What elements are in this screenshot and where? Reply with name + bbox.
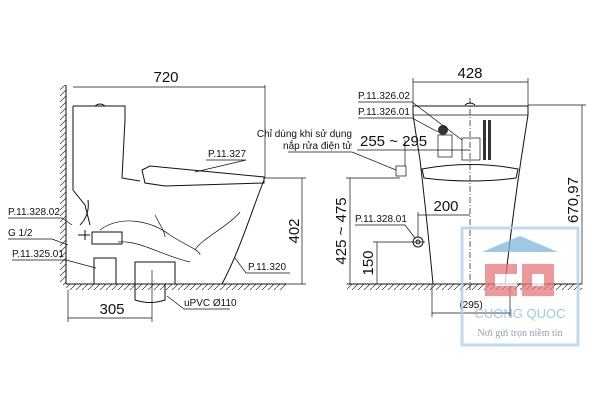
floor-hatch-front bbox=[347, 284, 582, 290]
label-body: P.11.320 bbox=[248, 262, 286, 273]
trapway-inner bbox=[117, 211, 241, 263]
label-fill-valve-top: P.11.326.02 bbox=[358, 91, 410, 102]
note-line1: Chỉ dùng khi sử dụng bbox=[257, 128, 352, 140]
watermark-slogan: Nơi gửi trọn niềm tin bbox=[477, 328, 562, 339]
dim-outlet-height: 255 ~ 295 bbox=[360, 133, 427, 150]
label-flange: P.11.325.01 bbox=[12, 249, 64, 260]
flush-button bbox=[94, 103, 106, 107]
toilet-side-outline bbox=[72, 105, 265, 285]
label-fill-valve: P.11.326.01 bbox=[358, 107, 410, 118]
label-seat: P.11.327 bbox=[208, 149, 246, 160]
label-inlet: G 1/2 bbox=[8, 228, 33, 239]
toilet-front-outline bbox=[412, 105, 529, 285]
drain-pipe bbox=[134, 284, 166, 303]
watermark-brand: CUONG QUOC bbox=[475, 306, 566, 321]
label-stop-valve: P.11.328.01 bbox=[355, 214, 407, 225]
supply-hose bbox=[78, 199, 90, 240]
watermark-roof-icon bbox=[482, 236, 558, 252]
front-view: 428 670,97 255 ~ 295 Chỉ dùng khi sử dụn… bbox=[257, 65, 586, 317]
dim-base-width: (295) bbox=[459, 300, 482, 311]
watermark-frame bbox=[460, 226, 580, 347]
flange-top bbox=[91, 231, 123, 245]
dim-seat-height: 402 bbox=[286, 218, 303, 243]
dim-socket-height: 425 ~ 475 bbox=[333, 197, 350, 264]
dim-valve-offset: 200 bbox=[433, 198, 458, 215]
seat-lid bbox=[141, 165, 265, 187]
dim-valve-height: 150 bbox=[360, 250, 377, 275]
side-view: 720 402 305 P.11.327 P.11.320 P.11.328.0… bbox=[8, 69, 306, 322]
trapway bbox=[99, 220, 201, 256]
wall-hatch bbox=[60, 85, 66, 285]
drain-outlet bbox=[134, 261, 176, 285]
dim-overall-height: 670,97 bbox=[565, 177, 582, 223]
dim-rough-in: 305 bbox=[99, 301, 124, 318]
note-line2: nắp rửa điện tử bbox=[283, 139, 352, 152]
dim-overall-width: 428 bbox=[457, 65, 482, 82]
dim-overall-length: 720 bbox=[153, 69, 178, 86]
label-hose: P.11.328.02 bbox=[8, 207, 60, 218]
electric-socket bbox=[395, 165, 407, 177]
flange-body bbox=[93, 257, 117, 285]
label-drain: uPVC Ø110 bbox=[184, 298, 237, 309]
watermark-logo: CUONG QUOC Nơi gửi trọn niềm tin bbox=[460, 226, 580, 347]
floor-hatch bbox=[66, 284, 286, 290]
seat-front bbox=[421, 164, 519, 182]
fill-valve bbox=[437, 120, 491, 161]
